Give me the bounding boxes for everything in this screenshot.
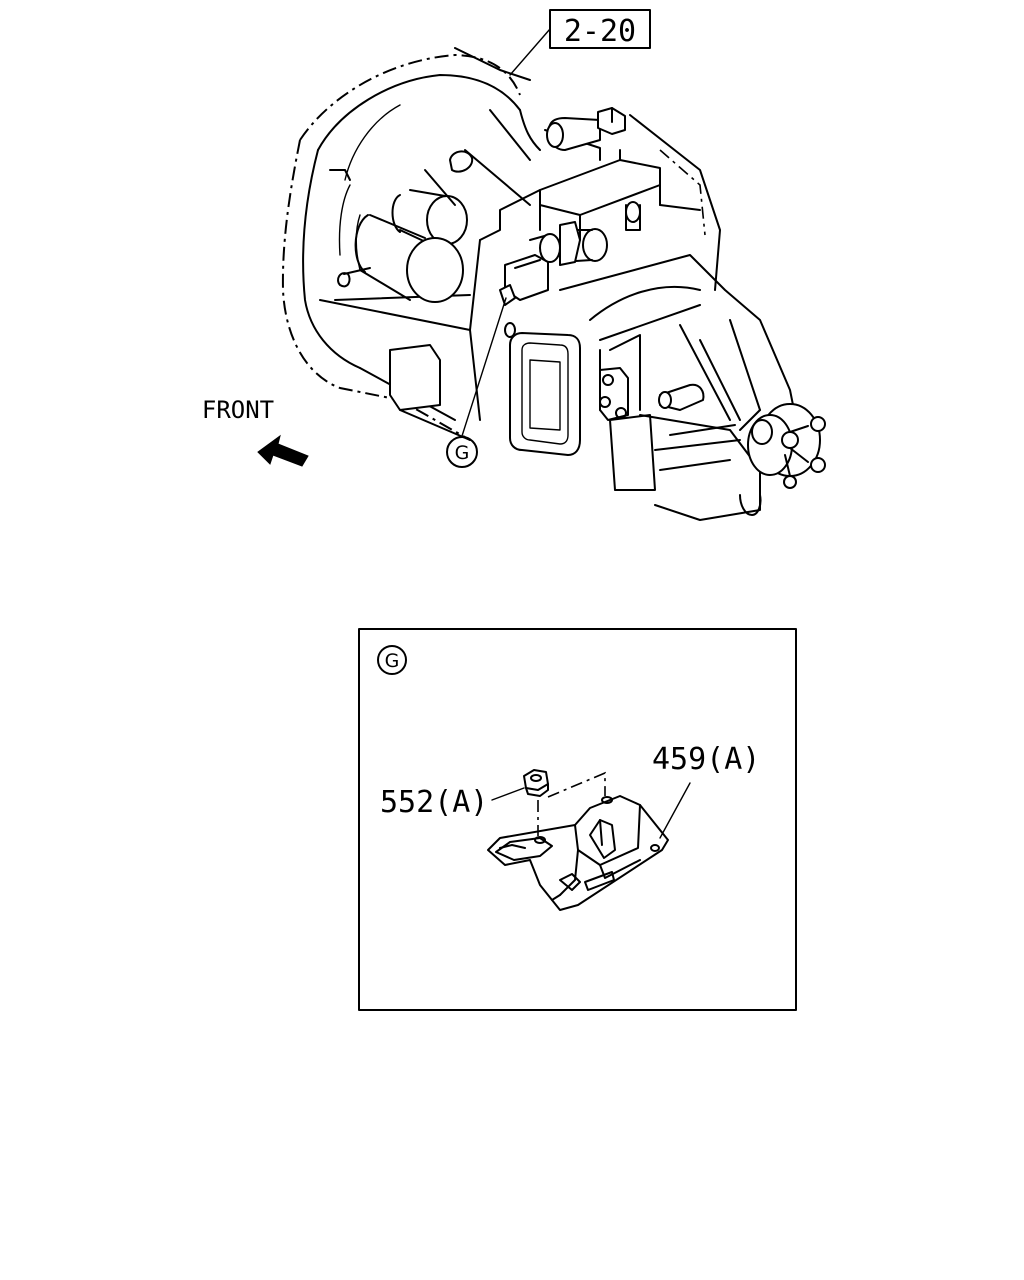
leader-552 xyxy=(491,787,525,801)
front-label: FRONT xyxy=(202,396,274,424)
reference-box-label: 2-20 xyxy=(564,14,636,49)
callout-g-main-label: G xyxy=(455,442,470,464)
leader-459 xyxy=(659,782,691,839)
detail-callout-label: G xyxy=(385,650,400,672)
nut-drawing xyxy=(523,769,549,797)
front-arrow-icon xyxy=(257,434,309,467)
bracket-drawing xyxy=(487,795,669,911)
callout-g-main xyxy=(446,297,507,468)
part-label-552: 552(A) xyxy=(380,785,488,820)
detail-box xyxy=(358,628,797,1011)
reference-box xyxy=(509,9,651,76)
transmission-drawing xyxy=(281,47,826,521)
alignment-line xyxy=(547,771,606,798)
part-label-459: 459(A) xyxy=(652,742,760,777)
